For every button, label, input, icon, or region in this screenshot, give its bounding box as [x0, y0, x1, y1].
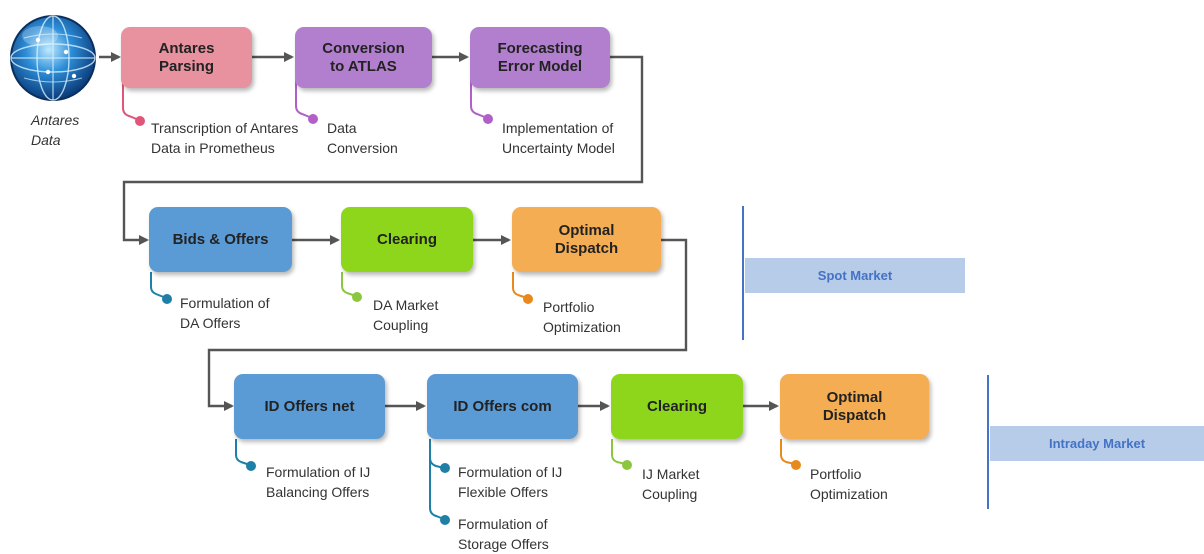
- antares-parsing-box[interactable]: Antares Parsing: [121, 27, 252, 88]
- note-ij-coupling: IJ Market Coupling: [642, 466, 700, 502]
- clearing-da-box[interactable]: Clearing: [341, 207, 473, 272]
- bids-offers-box[interactable]: Bids & Offers: [149, 207, 292, 272]
- note-balancing-offers: Formulation of IJ Balancing Offers: [266, 464, 371, 500]
- callout-da-offers: [150, 272, 172, 304]
- callout-transcription: [122, 80, 145, 126]
- callout-flexible-storage-offers: [429, 439, 450, 525]
- intraday-market-label: Intraday Market: [990, 426, 1204, 461]
- connector-row1-to-row2: [122, 55, 644, 245]
- id-offers-com-box[interactable]: ID Offers com: [427, 374, 578, 439]
- callout-uncertainty: [470, 80, 493, 124]
- callout-balancing-offers: [235, 439, 256, 471]
- optimal-dispatch-intraday-box[interactable]: Optimal Dispatch: [780, 374, 929, 439]
- connector-row2-to-row3: [207, 238, 688, 411]
- intraday-market-separator: [987, 375, 989, 509]
- callout-portfolio-spot: [512, 272, 533, 304]
- callout-data-conversion: [295, 80, 318, 124]
- spot-market-separator: [742, 206, 744, 340]
- callout-portfolio-intraday: [780, 439, 801, 470]
- note-uncertainty-model: Implementation of Uncertainty Model: [502, 120, 615, 156]
- note-portfolio-spot: Portfolio Optimization: [543, 299, 621, 335]
- antares-data-label: Antares Data: [31, 112, 80, 148]
- note-data-conversion: Data Conversion: [327, 120, 398, 156]
- globe-icon: [10, 15, 96, 101]
- note-portfolio-intraday: Portfolio Optimization: [810, 466, 888, 502]
- callout-da-coupling: [341, 272, 362, 302]
- id-offers-net-box[interactable]: ID Offers net: [234, 374, 385, 439]
- note-flexible-offers: Formulation of IJ Flexible Offers: [458, 464, 563, 500]
- callout-ij-coupling: [611, 439, 632, 470]
- forecasting-error-model-box[interactable]: Forecasting Error Model: [470, 27, 610, 88]
- optimal-dispatch-spot-box[interactable]: Optimal Dispatch: [512, 207, 661, 272]
- note-da-offers: Formulation of DA Offers: [180, 295, 270, 331]
- note-da-coupling: DA Market Coupling: [373, 297, 439, 333]
- conversion-to-atlas-box[interactable]: Conversion to ATLAS: [295, 27, 432, 88]
- note-storage-offers: Formulation of Storage Offers: [458, 516, 549, 552]
- note-transcription: Transcription of Antares Data in Prometh…: [151, 120, 299, 156]
- clearing-id-box[interactable]: Clearing: [611, 374, 743, 439]
- spot-market-label: Spot Market: [745, 258, 965, 293]
